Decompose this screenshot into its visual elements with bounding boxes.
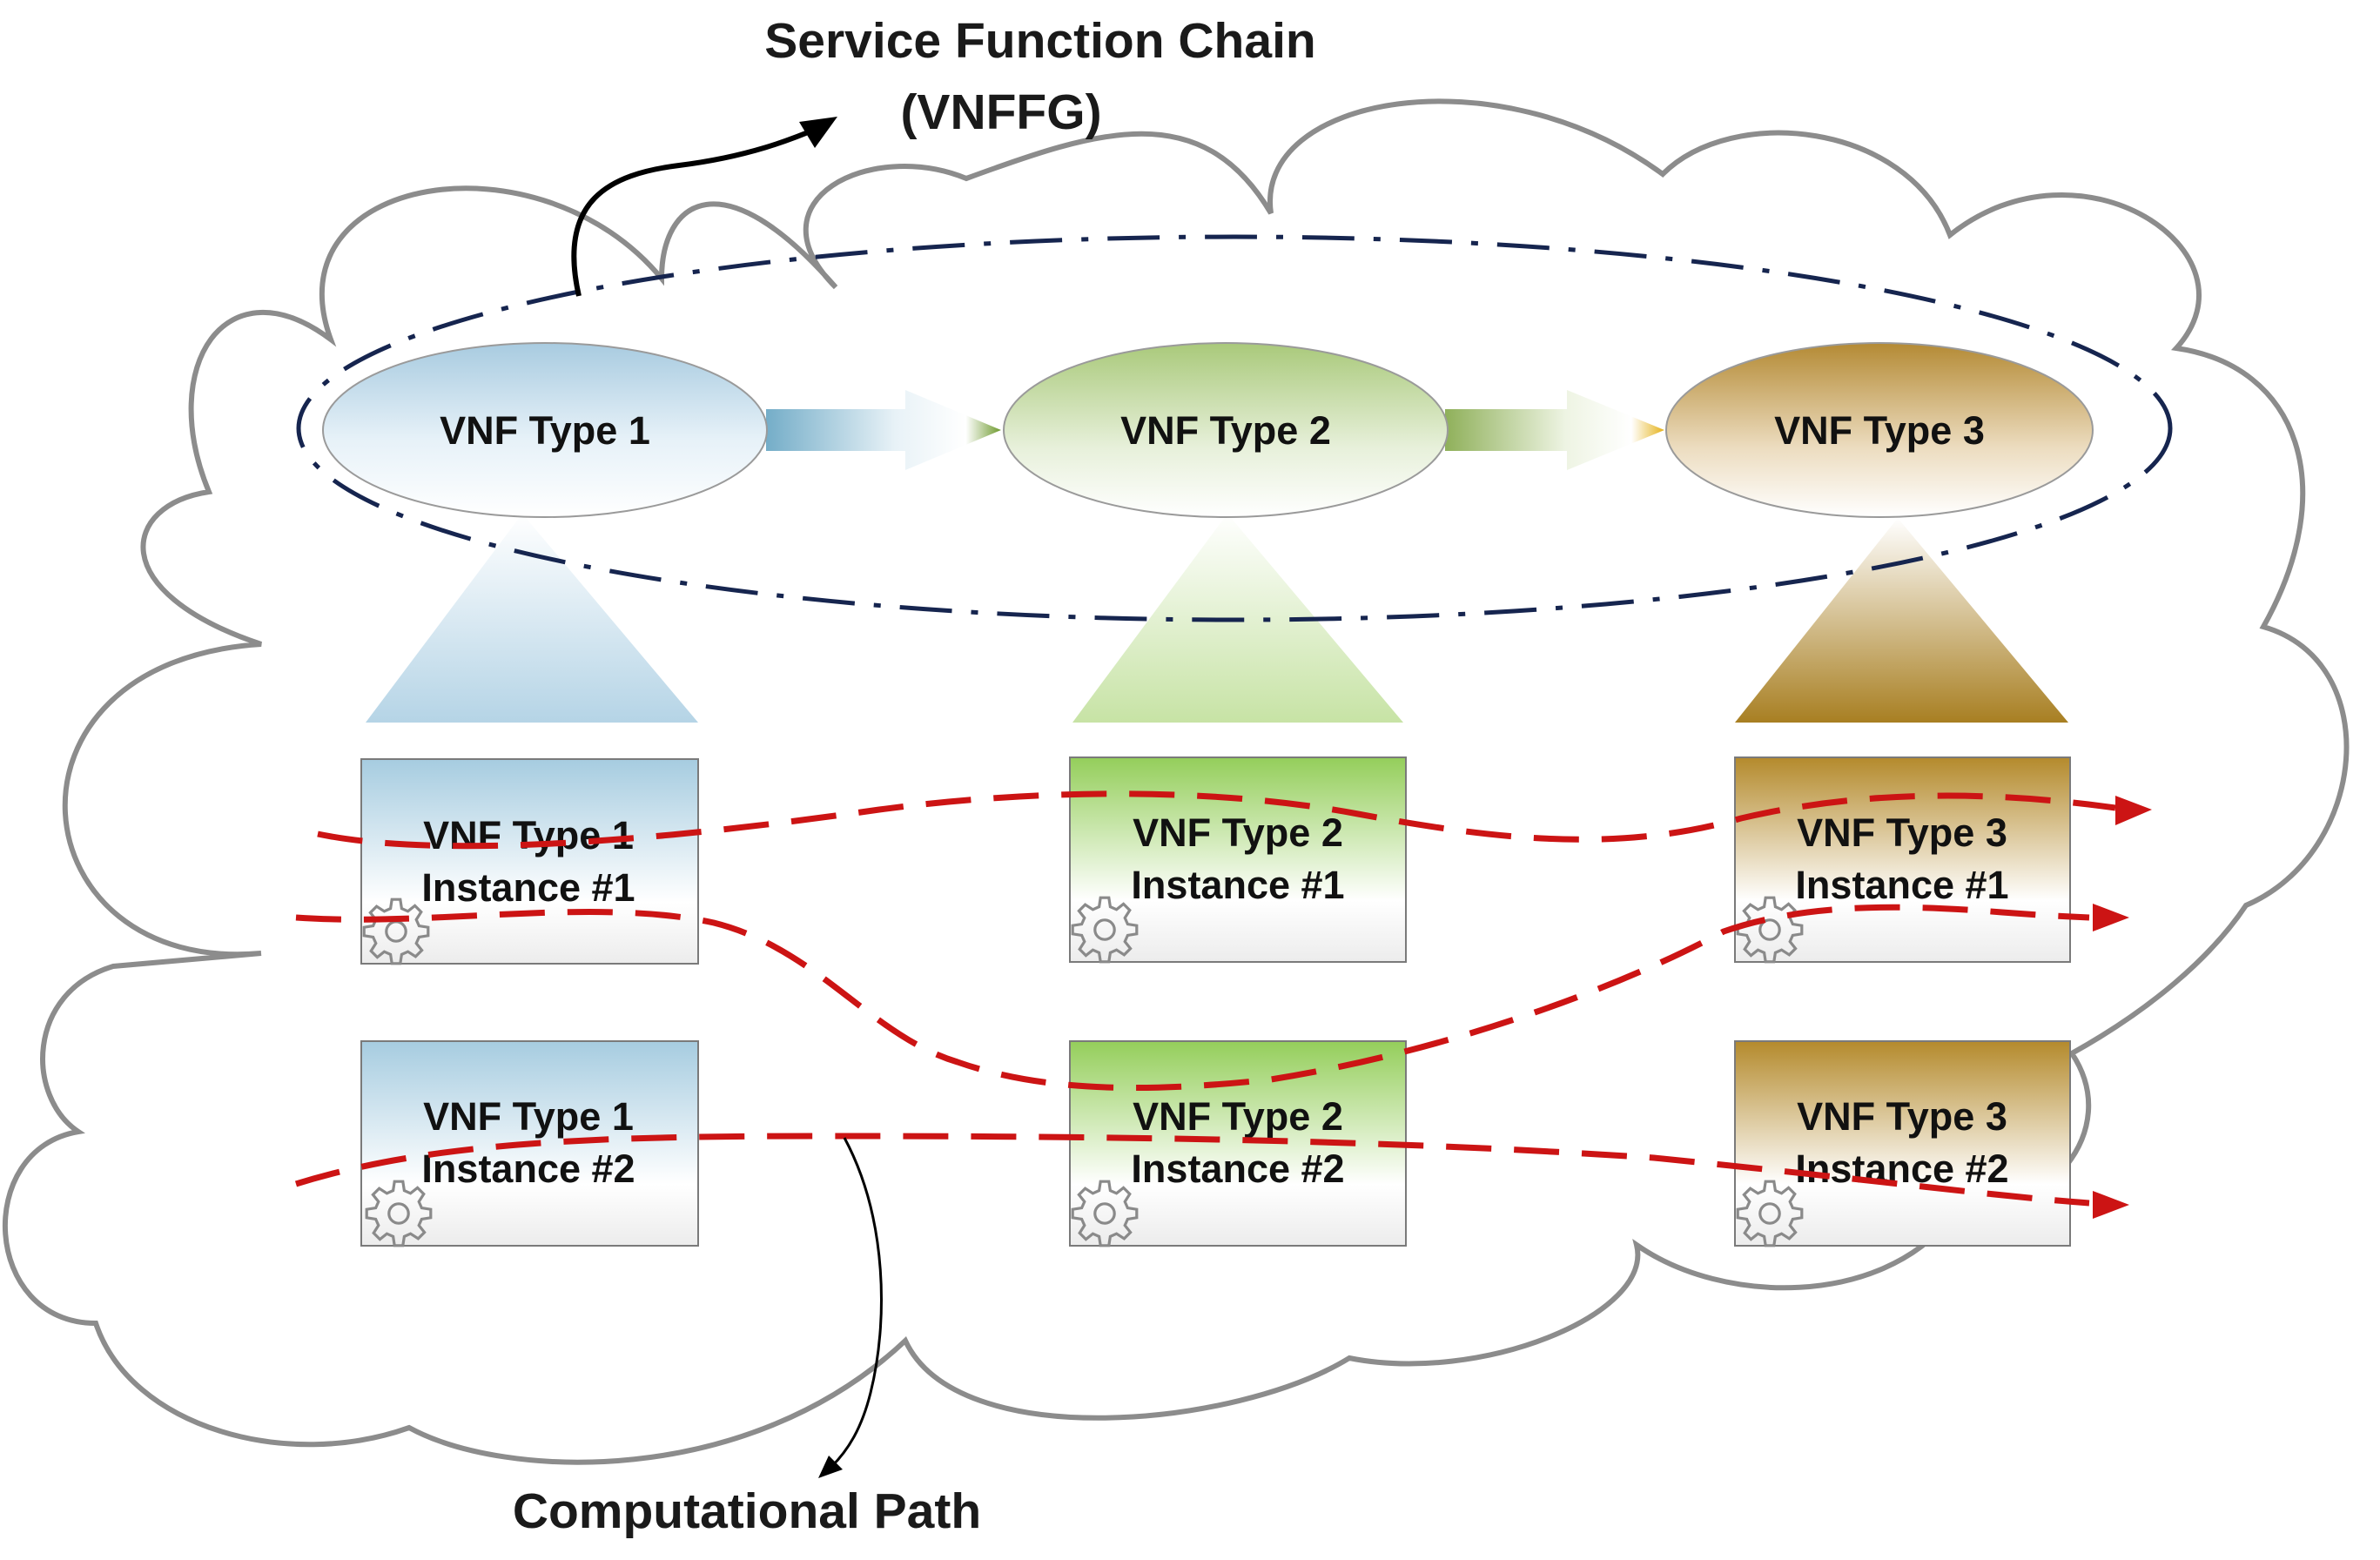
instance-line-1: VNF Type 1 xyxy=(423,813,634,857)
cloud-shape xyxy=(3,98,2350,1465)
instance-line-2: Instance #1 xyxy=(1131,863,1344,907)
instance-line-2: Instance #1 xyxy=(421,865,635,910)
instance-line-1: VNF Type 1 xyxy=(423,1094,634,1139)
label-pointer-arrowhead xyxy=(818,1456,843,1478)
title-line-1: Service Function Chain xyxy=(764,13,1315,69)
chain-arrow-1-2 xyxy=(766,390,1001,470)
vnf-type-label: VNF Type 3 xyxy=(1774,408,1985,453)
instance-line-2: Instance #2 xyxy=(1795,1146,2008,1191)
path-arrowhead-1 xyxy=(2115,796,2152,825)
path-arrowhead-3 xyxy=(2093,1191,2129,1219)
label-pointer-line xyxy=(830,1137,883,1469)
title-line-2: (VNFFG) xyxy=(900,84,1101,140)
instance-box-type2-1: VNF Type 2 Instance #1 xyxy=(1069,756,1407,964)
vnf-type-oval-3: VNF Type 3 xyxy=(1665,342,2094,518)
computational-path-1 xyxy=(317,790,2116,850)
vnffg-ellipse xyxy=(296,234,2173,622)
path-arrowhead-2 xyxy=(2093,904,2129,931)
mapping-triangle-type3 xyxy=(1735,518,2068,723)
mapping-triangle-type1 xyxy=(366,514,698,723)
instance-line-1: VNF Type 2 xyxy=(1133,810,1343,855)
instance-box-type3-2: VNF Type 3 Instance #2 xyxy=(1734,1040,2071,1247)
instance-line-1: VNF Type 3 xyxy=(1797,1094,2007,1139)
vnf-type-oval-1: VNF Type 1 xyxy=(322,342,768,518)
instance-line-2: Instance #2 xyxy=(1131,1146,1344,1191)
computational-path-3 xyxy=(294,1133,2090,1207)
vnf-type-oval-2: VNF Type 2 xyxy=(1003,342,1449,518)
instance-line-1: VNF Type 3 xyxy=(1797,810,2007,855)
instance-line-1: VNF Type 2 xyxy=(1133,1094,1343,1139)
computational-path-label: Computational Path xyxy=(513,1483,981,1539)
instance-box-type1-1: VNF Type 1 Instance #1 xyxy=(360,758,699,965)
instance-box-type3-1: VNF Type 3 Instance #1 xyxy=(1734,756,2071,964)
instance-line-2: Instance #1 xyxy=(1795,863,2008,907)
chain-arrow-2-3 xyxy=(1445,390,1664,470)
title-pointer-arrowhead xyxy=(799,117,837,148)
vnf-type-label: VNF Type 2 xyxy=(1120,408,1331,453)
title-pointer-arrow xyxy=(571,124,824,297)
vnf-type-label: VNF Type 1 xyxy=(440,408,650,453)
computational-path-2 xyxy=(295,904,2090,1092)
